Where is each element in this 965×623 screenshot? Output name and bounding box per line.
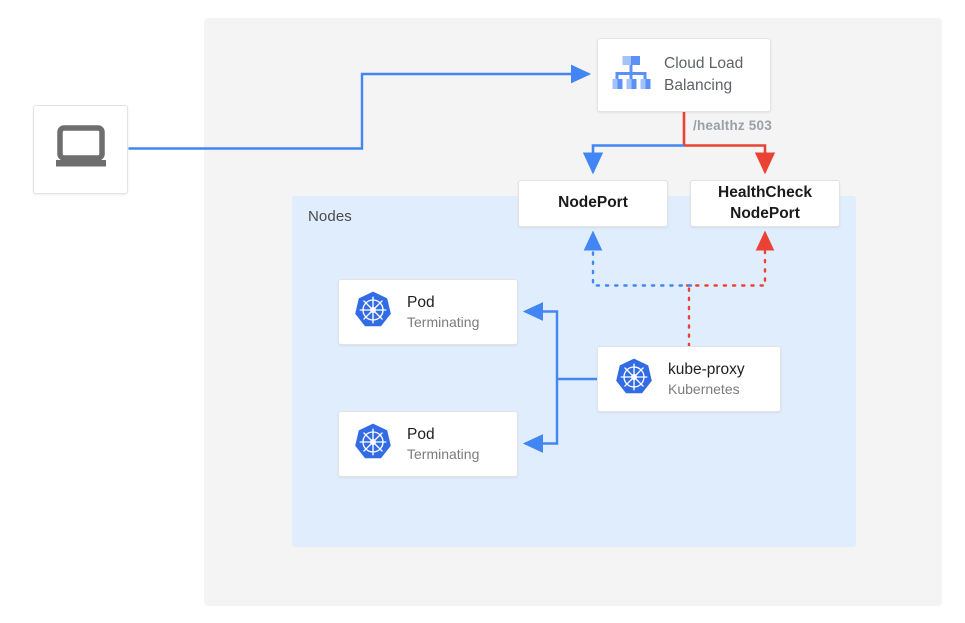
- pod-card-1[interactable]: Pod Terminating: [338, 279, 518, 345]
- cloud-load-balancing-label: Cloud Load Balancing: [664, 55, 744, 94]
- pod-title: Pod: [407, 294, 435, 312]
- healthcheck-nodeport-card[interactable]: HealthCheck NodePort: [690, 180, 840, 227]
- cloud-load-balancing-card[interactable]: Cloud Load Balancing: [597, 38, 771, 112]
- kube-proxy-card[interactable]: kube-proxy Kubernetes: [597, 346, 781, 412]
- pod-status: Terminating: [407, 313, 480, 330]
- kube-proxy-title: kube-proxy: [668, 361, 745, 379]
- kubernetes-icon: [353, 422, 393, 467]
- healthcheck-nodeport-label: HealthCheck NodePort: [718, 184, 812, 222]
- laptop-icon: [54, 125, 108, 174]
- cloud-load-balancing-icon: [610, 52, 652, 99]
- pod-title: Pod: [407, 426, 435, 444]
- kube-proxy-subtitle: Kubernetes: [668, 380, 740, 397]
- nodeport-label: NodePort: [558, 194, 628, 212]
- healthz-status-label: /healthz 503: [693, 118, 772, 133]
- kubernetes-icon: [353, 290, 393, 335]
- nodeport-card[interactable]: NodePort: [518, 180, 668, 227]
- kubernetes-icon: [614, 357, 654, 402]
- client-laptop-card[interactable]: [33, 105, 128, 194]
- pod-card-2[interactable]: Pod Terminating: [338, 411, 518, 477]
- nodes-region-label: Nodes: [308, 208, 352, 225]
- pod-status: Terminating: [407, 445, 480, 462]
